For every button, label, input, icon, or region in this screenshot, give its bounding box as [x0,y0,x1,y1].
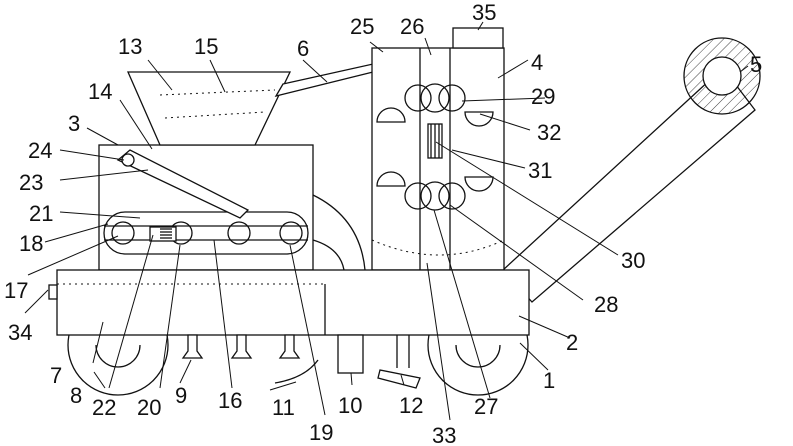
label-18: 18 [19,231,43,256]
label-20: 20 [137,395,161,420]
baffle-left-upper [376,107,406,123]
label-4: 4 [531,50,543,75]
label-3: 3 [68,111,80,136]
screen-30 [427,123,443,159]
label-12: 12 [399,393,423,418]
label-27: 27 [474,394,498,419]
label-13: 13 [118,34,142,59]
label-7: 7 [50,363,62,388]
discharge-chute [312,194,366,271]
label-24: 24 [28,138,52,163]
hopper [127,71,292,146]
label-6: 6 [297,36,309,61]
conveyor [103,211,309,255]
outlet-pipe [377,335,421,389]
label-21: 21 [29,201,53,226]
label-29: 29 [531,84,555,109]
motor-35 [452,27,504,49]
label-33: 33 [432,423,456,446]
label-22: 22 [92,395,116,420]
label-9: 9 [175,383,187,408]
label-28: 28 [594,292,618,317]
switch-34 [48,284,58,300]
label-5: 5 [750,52,762,77]
label-2: 2 [566,330,578,355]
label-25: 25 [350,14,374,39]
label-10: 10 [338,393,362,418]
mixing-tower [371,47,505,271]
callout-labels: 1 2 3 4 5 6 7 8 9 10 11 12 13 14 15 16 1… [4,0,762,446]
label-17: 17 [4,278,28,303]
label-8: 8 [70,383,82,408]
outlet-box [337,334,364,374]
linkage-arm [116,149,250,219]
baffle-left-lower [376,171,406,187]
label-15: 15 [194,34,218,59]
leader-lines [24,21,749,421]
handle [502,37,761,303]
lower-roller [404,181,466,211]
label-31: 31 [528,158,552,183]
label-11: 11 [272,395,295,420]
scraper-blade [274,359,319,384]
spray-nozzles [181,334,301,359]
label-23: 23 [19,170,43,195]
label-16: 16 [218,388,242,413]
base-frame [56,269,530,336]
label-34: 34 [8,320,32,345]
label-14: 14 [88,79,112,104]
label-30: 30 [621,248,645,273]
label-35: 35 [472,0,496,25]
baffle-right-lower [464,176,494,192]
label-32: 32 [537,120,561,145]
label-1: 1 [543,368,555,393]
label-19: 19 [309,420,333,445]
upper-roller [404,83,466,113]
label-26: 26 [400,14,424,39]
